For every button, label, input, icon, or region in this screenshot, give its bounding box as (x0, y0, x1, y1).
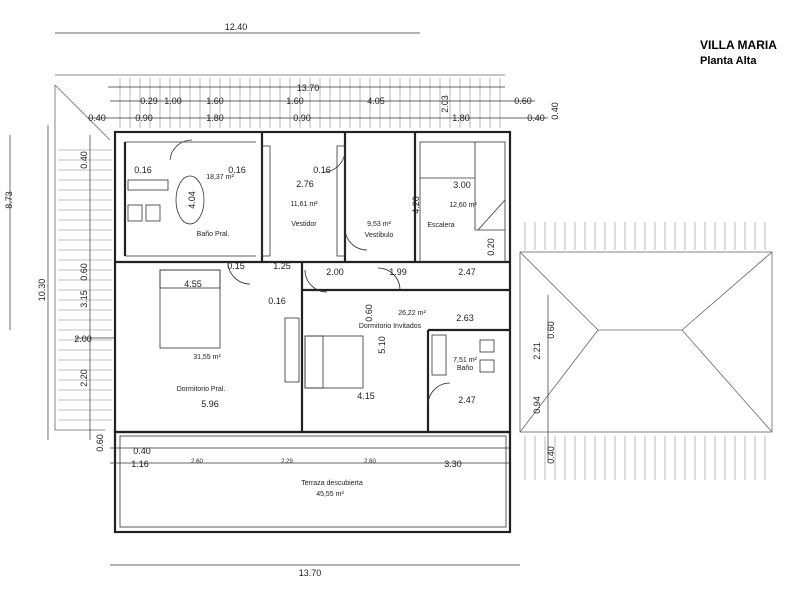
dim-top-row2-3: 0.90 (293, 113, 311, 123)
dim-top-second: 13.70 (297, 83, 320, 93)
dim-int-020: 0.20 (486, 238, 496, 256)
room-terraza: Terraza descubierta (301, 480, 363, 487)
dim-top-row2-5: 0.40 (527, 113, 545, 123)
room-bano-pral: Baño Pral. (197, 231, 230, 238)
dim-right-col-1: 2.21 (532, 342, 542, 360)
dim-right-col-3: 0.40 (546, 446, 556, 464)
area-escalera: 12,60 m² (449, 202, 477, 209)
area-vestidor: 11,61 m² (290, 201, 318, 208)
dim-top-row-6: 0.60 (514, 96, 532, 106)
roof-hatch-left (54, 84, 112, 431)
dim-bottom-row-3: 2.29 (281, 459, 293, 465)
area-bano: 7,51 m² (453, 357, 477, 364)
dim-int-060: 0.60 (364, 304, 374, 322)
dim-left-col-4: 0.60 (95, 434, 105, 452)
dim-int-300: 3.00 (453, 180, 471, 190)
dim-left-outer: 8.73 (4, 191, 14, 209)
plan-title: VILLA MARIA (700, 38, 777, 52)
plan-subtitle: Planta Alta (700, 55, 757, 67)
dim-top-row2-6: 0.40 (550, 102, 560, 120)
dim-top-row2-0: 0.40 (88, 113, 106, 123)
area-bano-pral: 18,37 m² (206, 174, 234, 181)
area-vestibulo: 9,53 m² (367, 221, 391, 228)
dim-left-col-0: 0.40 (79, 151, 89, 169)
dim-left-mid: 2.00 (74, 334, 92, 344)
room-bano: Baño (457, 365, 473, 372)
dim-top-row2-4: 1.80 (452, 113, 470, 123)
dim-int-247b: 2.47 (458, 395, 476, 405)
dim-right-col-2: 0.94 (532, 396, 542, 414)
dim-int-199: 1.99 (389, 267, 407, 277)
dim-int-125: 1.25 (273, 261, 291, 271)
dim-bottom-row-1: 1.16 (131, 459, 149, 469)
room-dormitorio-pral: Dormitorio Pral. (177, 386, 226, 393)
dim-int-016c: 0.16 (313, 165, 331, 175)
dim-int-420: 4.20 (411, 196, 421, 214)
dim-top-row-4: 4.05 (367, 96, 385, 106)
dim-int-404: 4.04 (187, 191, 197, 209)
area-terraza: 45,55 m² (316, 491, 344, 498)
dim-left-inner: 10.30 (37, 279, 47, 302)
fixtures (127, 145, 495, 389)
dim-left-col-2: 3.15 (79, 290, 89, 308)
dim-bottom-overall: 13.70 (299, 568, 322, 578)
dim-int-596: 5.96 (201, 399, 219, 409)
exterior-walls (113, 130, 512, 534)
dim-bottom-row-5: 3.30 (444, 459, 462, 469)
dim-top-row-5: 2.03 (440, 95, 450, 113)
room-vestidor: Vestidor (291, 221, 317, 228)
dim-top-row-1: 1.00 (164, 96, 182, 106)
dim-int-263: 2.63 (456, 313, 474, 323)
bathtub-icon (175, 175, 205, 225)
dim-int-016d: 0.16 (268, 296, 286, 306)
dim-int-247a: 2.47 (458, 267, 476, 277)
dim-int-015: 0.15 (227, 261, 245, 271)
dim-int-016a: 0.16 (134, 165, 152, 175)
doors (169, 139, 451, 406)
dim-top-row-2: 1.60 (206, 96, 224, 106)
dimension-lines (9, 32, 549, 566)
room-vestibulo: Vestíbulo (365, 232, 394, 239)
dim-bottom-row-0: 0.40 (133, 446, 151, 456)
dim-int-276: 2.76 (296, 179, 314, 189)
dim-int-415: 4.15 (357, 391, 375, 401)
dim-int-200b: 2.00 (326, 267, 344, 277)
dim-left-col-1: 0.60 (79, 263, 89, 281)
dim-int-016b: 0.16 (228, 165, 246, 175)
dim-bottom-row-4: 2.60 (364, 459, 376, 465)
dim-bottom-row-2: 2.60 (191, 459, 203, 465)
dim-left-col-3: 2.20 (79, 369, 89, 387)
dim-right-col-0: 0.60 (546, 321, 556, 339)
dim-top-row-3: 1.60 (286, 96, 304, 106)
bed-guest-icon (304, 335, 364, 389)
dim-top-row2-2: 1.80 (206, 113, 224, 123)
dim-int-510: 5.10 (377, 336, 387, 354)
interior-walls (115, 132, 510, 432)
dim-top-overall: 12.40 (225, 22, 248, 32)
roof-hatch-top (55, 74, 505, 128)
room-dormitorio-invitados: Dormitorio Invitados (359, 323, 422, 330)
room-escalera: Escalera (427, 222, 454, 229)
area-dormitorio-invitados: 26,22 m² (398, 310, 426, 317)
roof-right (519, 222, 773, 480)
dim-top-row2-1: 0.90 (135, 113, 153, 123)
dim-int-455: 4.55 (184, 279, 202, 289)
area-dormitorio-pral: 31,55 m² (193, 354, 221, 361)
dim-top-row-0: 0.29 (140, 96, 158, 106)
